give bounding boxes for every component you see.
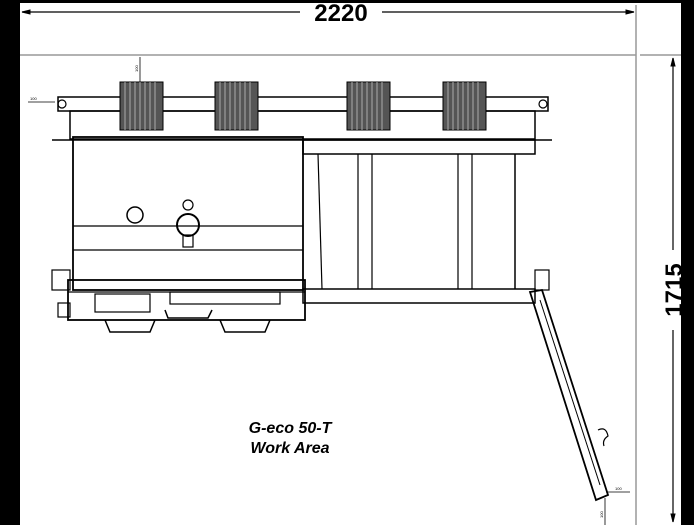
deck-rail-bottom <box>302 288 536 304</box>
wheels <box>119 81 487 131</box>
wheel <box>214 81 259 131</box>
arrow-right <box>625 9 635 15</box>
arrow-left <box>21 9 31 15</box>
engine-body <box>72 136 304 291</box>
model-label: G-eco 50-T <box>249 420 333 437</box>
lift-hook <box>176 213 200 237</box>
height-dimension: 1715 <box>661 263 688 316</box>
ramp <box>528 288 610 502</box>
wheel <box>442 81 487 131</box>
small-dim: 100 <box>599 511 604 518</box>
width-dimension: 2220 <box>314 0 367 27</box>
paper <box>20 3 681 525</box>
control-panel <box>67 279 306 321</box>
small-dim: 100 <box>30 96 37 101</box>
small-dim: 100 <box>134 65 139 72</box>
small-dim: 100 <box>615 486 622 491</box>
wheel <box>346 81 391 131</box>
lift-eye <box>126 206 144 224</box>
wheel <box>119 81 164 131</box>
work-area-label: Work Area <box>250 440 329 457</box>
deck-rail-top <box>302 139 536 155</box>
